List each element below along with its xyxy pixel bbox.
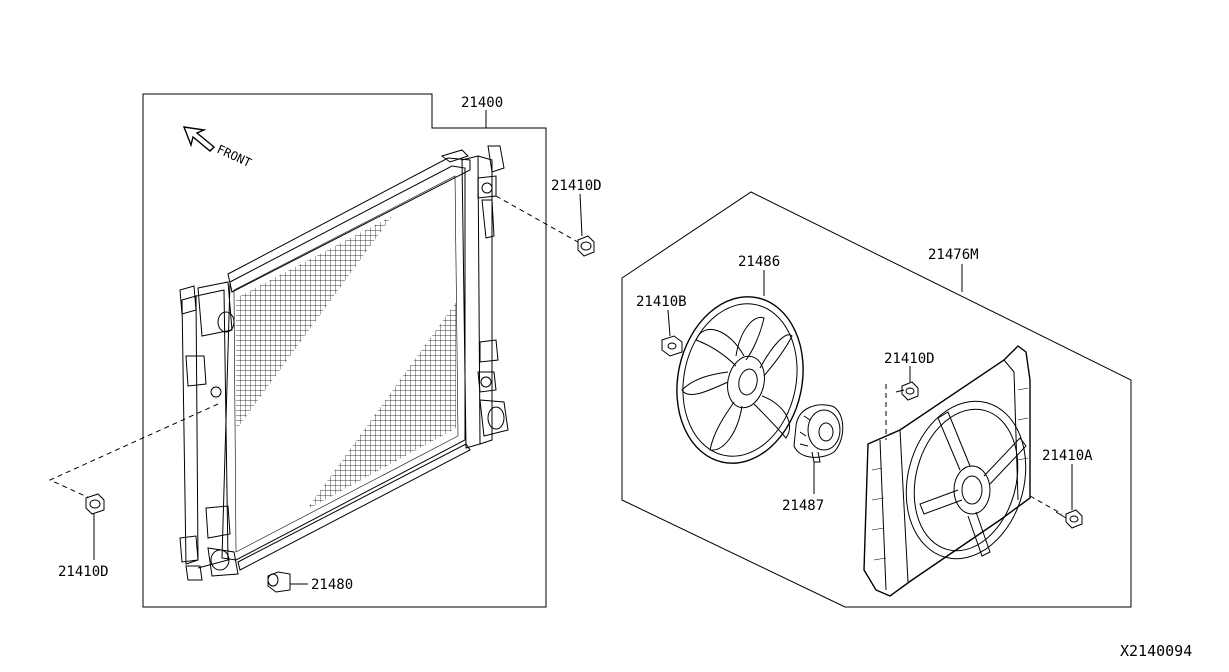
radiator-cap-icon[interactable] — [267, 571, 291, 593]
fan-motor-icon[interactable] — [793, 404, 844, 463]
bolt-21410D-left-icon[interactable] — [85, 493, 105, 515]
part-number-21410D-left[interactable]: 21410D — [58, 564, 109, 580]
radiator-core[interactable] — [221, 157, 471, 571]
part-number-21486[interactable]: 21486 — [738, 254, 780, 270]
diagram-id: X2140094 — [1120, 642, 1192, 660]
part-number-21476M[interactable]: 21476M — [928, 247, 979, 263]
radiator-left-tank[interactable] — [179, 281, 239, 581]
fan-shroud[interactable] — [863, 345, 1043, 597]
fan-blade-icon[interactable] — [662, 285, 818, 475]
radiator-right-tank[interactable] — [440, 145, 509, 449]
part-number-21410D-top[interactable]: 21410D — [551, 178, 602, 194]
bolt-21410D-shroud-icon[interactable] — [895, 381, 919, 401]
bolt-21410A-icon[interactable] — [1055, 509, 1083, 529]
leader-21410D-left — [48, 403, 219, 501]
part-number-21480[interactable]: 21480 — [311, 577, 353, 593]
radiator-group-frame — [142, 93, 547, 608]
leader-21410B — [667, 309, 671, 337]
part-number-21410D-shroud[interactable]: 21410D — [884, 351, 935, 367]
part-number-21410A[interactable]: 21410A — [1042, 448, 1093, 464]
svg-text:FRONT: FRONT — [215, 142, 254, 170]
front-arrow-icon: FRONT — [182, 126, 254, 170]
leader-21410A-dash — [1029, 495, 1063, 515]
leader-21410D-top-label — [579, 193, 583, 237]
part-number-21487[interactable]: 21487 — [782, 498, 824, 514]
bolt-21410D-top-icon[interactable] — [577, 235, 595, 257]
nut-21410B-icon[interactable] — [661, 335, 683, 357]
part-number-21400[interactable]: 21400 — [461, 95, 503, 111]
leader-21410D-top — [495, 195, 579, 243]
fan-group-frame — [621, 191, 1132, 608]
part-number-21410B[interactable]: 21410B — [636, 294, 687, 310]
